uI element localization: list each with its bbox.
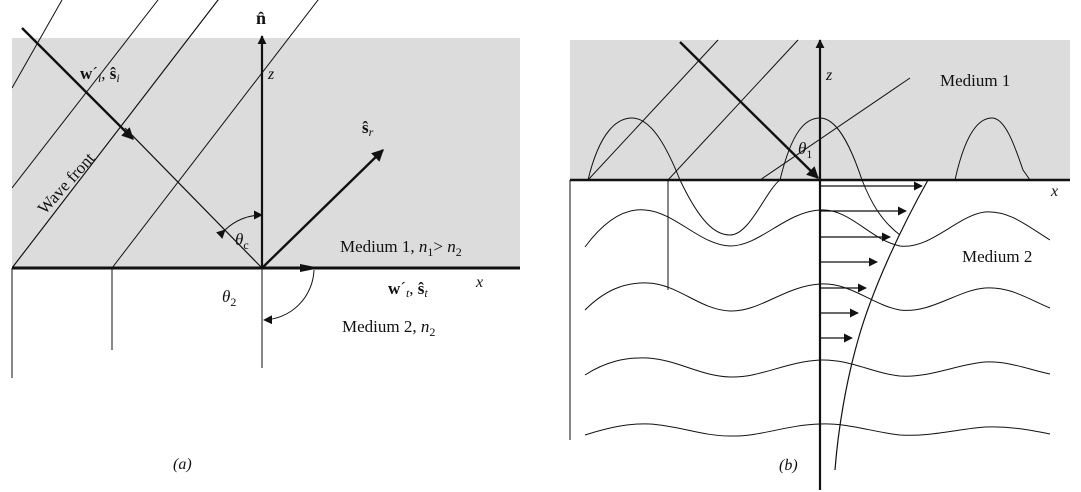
panel-b: z x Medium 1 Medium 2 θ1 (b) [569,39,1070,490]
theta-c-arc [216,210,263,239]
amplitude-arrows [820,181,923,343]
reflected-label: ŝr [362,118,374,139]
medium1-label-b: Medium 1 [940,71,1010,90]
z-axis-label-b: z [825,67,833,84]
medium2-label-b: Medium 2 [962,247,1032,266]
caption-b: (b) [779,457,798,474]
x-axis-label-b: x [1050,183,1058,200]
wave-front-line [12,0,219,268]
incident-label: w´i, ŝi [80,64,120,85]
theta-2-label: θ2 [222,287,236,309]
caption-a: (a) [173,456,192,473]
x-axis-label-a: x [475,274,483,291]
z-axis-label-a: z [267,66,275,83]
transmitted-arrowhead [300,264,320,272]
evanescent-waves [584,209,1051,437]
normal-label: n̂ [256,8,266,28]
incident-arrow-b [679,41,819,179]
transmitted-label: w´t, ŝt [388,279,428,300]
medium1-wave [587,117,731,236]
medium1-region-a [12,38,520,268]
medium1-label-a: Medium 1, n1> n2 [340,237,462,259]
theta-2-arc [263,269,315,325]
reflected-arrow [261,149,384,269]
theta-1-label: θ1 [798,139,812,161]
panel-a: n̂ z x w´i, ŝi ŝr w´t, ŝt Wave front θc … [11,0,520,473]
decay-curve [834,179,929,471]
medium2-label-a: Medium 2, n2 [342,317,435,339]
theta-c-label: θc [235,230,249,252]
incident-arrow [21,27,134,140]
